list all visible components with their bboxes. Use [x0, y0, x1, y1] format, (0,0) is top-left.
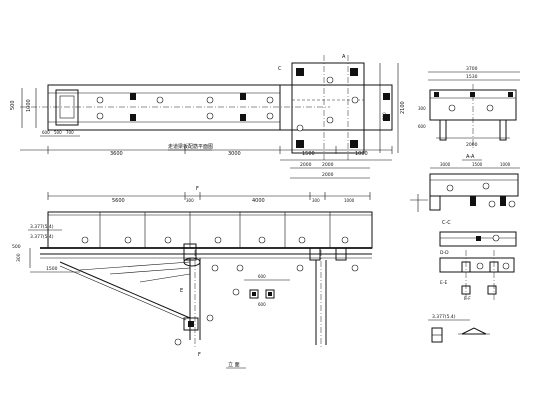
section-b-dim-2: 1500 — [472, 162, 483, 167]
section-a-side-2: 600 — [418, 124, 426, 129]
plan-dim-right-c: 2000 — [322, 172, 334, 178]
detail-level: 3.377(5.4) — [432, 314, 456, 320]
plan-dim-right-a: 2000 — [300, 162, 312, 168]
plan-dim-3: 1500 — [302, 151, 315, 157]
elev-dim-bottom-2: 600 — [258, 274, 266, 279]
section-b-dim-3: 1000 — [500, 162, 511, 167]
plan-mark-c: C — [278, 66, 282, 72]
plan-dim-small-3: 700 — [66, 130, 74, 135]
section-a-dim-2: 1530 — [466, 74, 478, 80]
elev-level-1: 3.377(5.4) — [30, 224, 54, 230]
section-a: 3700 1530 2000 300 600 A-A — [418, 66, 520, 161]
elev-dim-left-1: 500 — [12, 244, 21, 250]
section-a-title: A-A — [466, 154, 475, 160]
elev-dim-4: 300 — [312, 198, 320, 203]
plan-mark-a: A — [342, 54, 346, 60]
detail-label-ee: E-E — [440, 280, 447, 286]
elev-mark-f-top: F — [196, 186, 199, 192]
plan-dim-2: 3000 — [228, 151, 241, 157]
detail-label-ff: F-F — [464, 296, 471, 302]
elev-dim-bottom-3: 600 — [258, 302, 266, 307]
plan-dim-small-2: 500 — [54, 130, 62, 135]
plan-dim-4: 1000 — [355, 151, 368, 157]
plan-dim-right-b: 2000 — [322, 162, 334, 168]
elev-mark-e: E — [180, 288, 183, 294]
elev-mark-f-bottom: F — [198, 352, 201, 358]
plan-dim-right-2: 700 — [382, 112, 387, 120]
elev-dim-2: 300 — [186, 198, 194, 203]
section-a-dim-3: 2000 — [466, 142, 478, 148]
elev-dim-3: 4000 — [252, 198, 265, 204]
plan-dim-1: 3600 — [110, 151, 123, 157]
detail-title-cc: C-C — [442, 220, 451, 226]
elevation-view: 5600 300 4000 300 1000 3.377(5.4) 3.377(… — [12, 186, 373, 369]
detail-label-dd: D-D — [440, 250, 449, 256]
elev-dim-bottom-1: 1500 — [46, 266, 58, 272]
plan-title: 走道梁板配筋平面图 — [168, 143, 213, 150]
walkway-plan: 500 1000 2100 700 600 500 700 3600 3000 … — [10, 54, 406, 179]
plan-dim-left-2: 1000 — [26, 99, 32, 112]
detail-sections: C-C D-D E-E F-F 3.377(5.4) — [428, 220, 517, 343]
elev-dim-left-2: 300 — [16, 253, 22, 262]
elev-dim-1: 5600 — [112, 198, 125, 204]
elev-title: 立 面 — [228, 361, 240, 368]
section-a-dim-1: 3700 — [466, 66, 478, 72]
plan-dim-right: 2100 — [400, 101, 406, 114]
section-b: 3000 1500 1000 — [410, 162, 520, 212]
plan-dim-left-1: 500 — [10, 100, 16, 110]
elev-level-2: 3.377(5.4) — [30, 234, 54, 240]
section-a-side-1: 300 — [418, 106, 426, 111]
section-b-dim-1: 3000 — [440, 162, 451, 167]
plan-dim-small-1: 600 — [42, 130, 50, 135]
elev-dim-5: 1000 — [344, 198, 355, 203]
